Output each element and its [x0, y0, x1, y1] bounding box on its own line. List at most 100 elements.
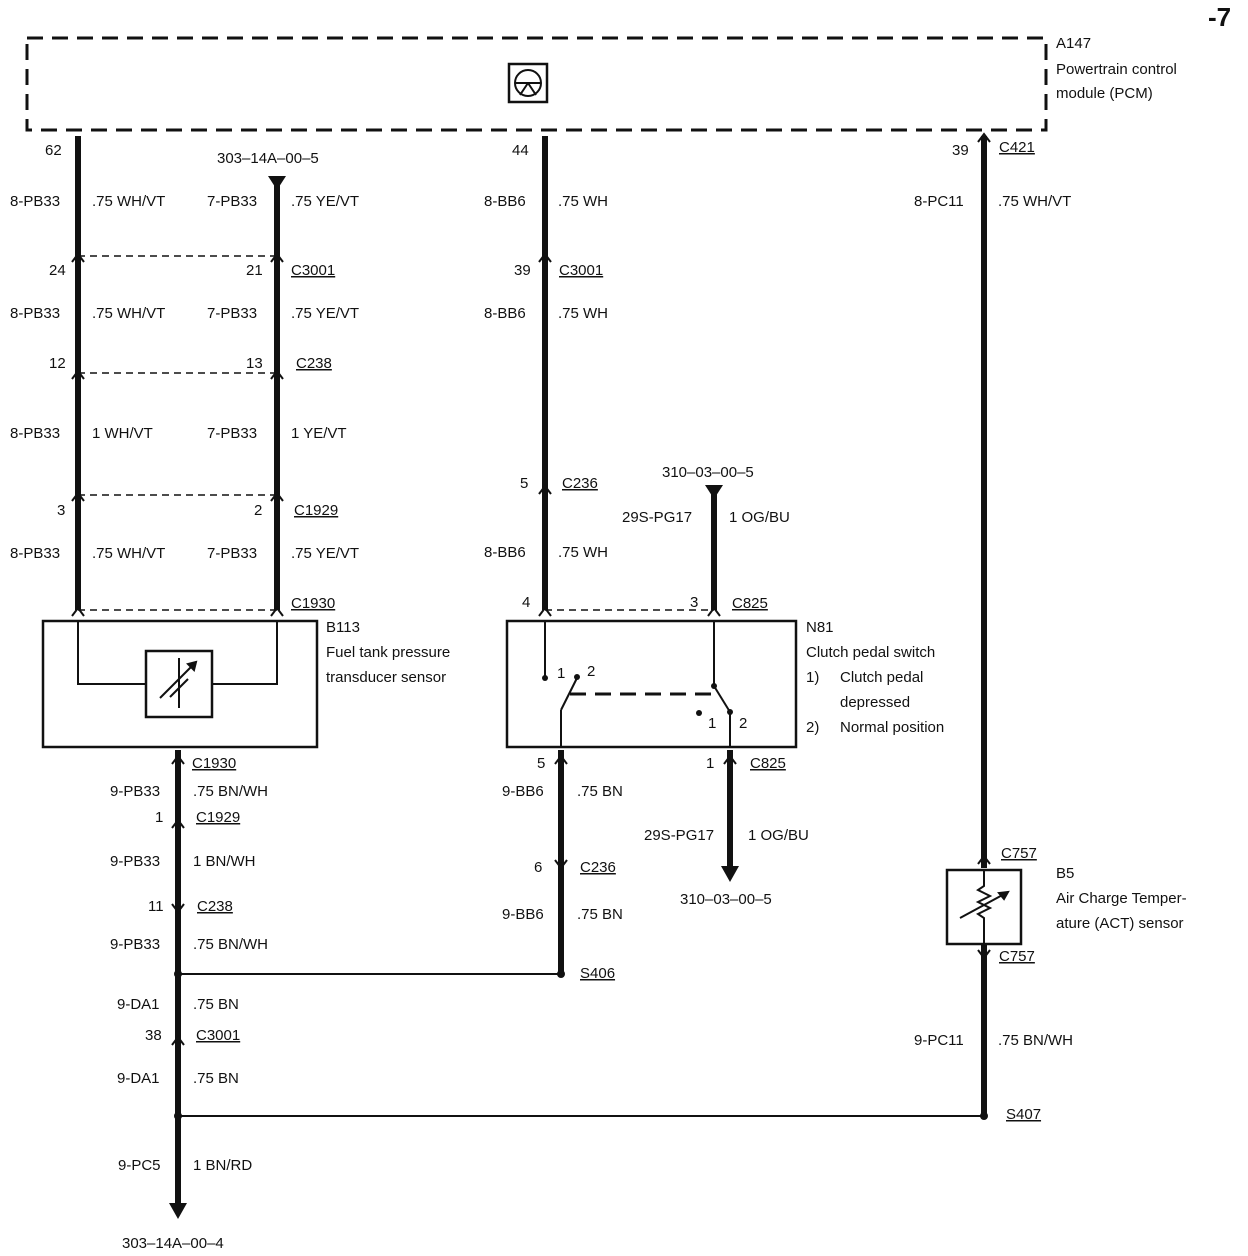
- connector-label-c1929: C1929: [294, 502, 338, 519]
- wire-id: 9-PB33: [110, 853, 160, 870]
- connector-label-c421: C421: [999, 139, 1035, 156]
- n81-box: [505, 619, 798, 749]
- connector-label-c1929: C1929: [196, 809, 240, 826]
- wire-id: 8-BB6: [484, 544, 526, 561]
- wire-id: 7-PB33: [207, 425, 257, 442]
- connector-label-c236: C236: [580, 859, 616, 876]
- pin-label: 38: [145, 1027, 162, 1044]
- ref-label-303-bottom: 303–14A–00–4: [122, 1235, 224, 1252]
- wire-color: .75 BN: [577, 906, 623, 923]
- pcm-module-box: [25, 36, 1048, 132]
- pin-label: 13: [246, 355, 263, 372]
- wire-color: 1 WH/VT: [92, 425, 153, 442]
- wire-color: .75 BN: [193, 996, 239, 1013]
- connector-label-c825: C825: [750, 755, 786, 772]
- n81-opt2-num: 2): [806, 719, 819, 736]
- ref-arrow-310-bottom: [721, 866, 739, 882]
- wire-color: .75 WH/VT: [998, 193, 1071, 210]
- pin-label: 44: [512, 142, 529, 159]
- wire-color: 1 YE/VT: [291, 425, 347, 442]
- wire-id: 8-PC11: [914, 193, 964, 210]
- wire-id: 9-PC5: [118, 1157, 161, 1174]
- wire-id: 9-BB6: [502, 783, 544, 800]
- wire-color: .75 WH/VT: [92, 305, 165, 322]
- connector-label-c236: C236: [562, 475, 598, 492]
- wire-id: 7-PB33: [207, 545, 257, 562]
- pcm-name-line-2: module (PCM): [1056, 85, 1153, 102]
- pin-label: 2: [254, 502, 262, 519]
- splice-label-s407: S407: [1006, 1106, 1041, 1123]
- wire-color: .75 WH: [558, 305, 608, 322]
- connector-label-c3001: C3001: [559, 262, 603, 279]
- pin-label: 11: [148, 898, 164, 915]
- wire-color: .75 YE/VT: [291, 545, 359, 562]
- wire-color: 1 BN/RD: [193, 1157, 252, 1174]
- ref-arrow-303-top: [268, 176, 286, 190]
- ref-label-310-top: 310–03–00–5: [662, 464, 754, 481]
- connector-label-c3001: C3001: [196, 1027, 240, 1044]
- wire-id: 9-PB33: [110, 936, 160, 953]
- wire-color: .75 BN/WH: [193, 936, 268, 953]
- wire-color: .75 YE/VT: [291, 305, 359, 322]
- pin-label: 3: [690, 594, 698, 611]
- connector-label-c757: C757: [999, 948, 1035, 965]
- pcm-id: A147: [1056, 35, 1091, 52]
- pin-label: 39: [952, 142, 969, 159]
- pressure-sensor-icon: [144, 649, 214, 719]
- wire-id: 8-PB33: [10, 193, 60, 210]
- wire-id: 8-PB33: [10, 545, 60, 562]
- pin-label: 62: [45, 142, 62, 159]
- connector-label-c1930: C1930: [291, 595, 335, 612]
- pin-label: 6: [534, 859, 542, 876]
- wire-color: .75 WH: [558, 544, 608, 561]
- wire-color: 1 OG/BU: [729, 509, 790, 526]
- ref-label-310-bottom: 310–03–00–5: [680, 891, 772, 908]
- n81-opt1-line-2: depressed: [840, 694, 910, 711]
- pin-label: 5: [520, 475, 528, 492]
- b5-name-line-1: Air Charge Temper-: [1056, 890, 1187, 907]
- wire-id: 8-BB6: [484, 305, 526, 322]
- wire-color: .75 BN/WH: [998, 1032, 1073, 1049]
- clutch-switch-icon: [542, 621, 733, 747]
- wire-color: .75 BN/WH: [193, 783, 268, 800]
- ref-arrow-303-bottom: [169, 1203, 187, 1219]
- wire-id: 9-DA1: [117, 996, 160, 1013]
- b5-id: B5: [1056, 865, 1074, 882]
- pin-label: 1: [706, 755, 714, 772]
- n81-switch-label-4: 2: [739, 715, 747, 732]
- b5-name-line-2: ature (ACT) sensor: [1056, 915, 1184, 932]
- n81-id: N81: [806, 619, 834, 636]
- wire-color: .75 BN: [577, 783, 623, 800]
- connector-label-c1930: C1930: [192, 755, 236, 772]
- b113-name-line-1: Fuel tank pressure: [326, 644, 450, 661]
- pin-label: 3: [57, 502, 65, 519]
- pin-label: 21: [246, 262, 263, 279]
- wire-color: .75 WH: [558, 193, 608, 210]
- wire-color: .75 BN: [193, 1070, 239, 1087]
- connector-label-c238: C238: [197, 898, 233, 915]
- pcm-symbol-icon: [507, 62, 549, 104]
- connector-label-c825: C825: [732, 595, 768, 612]
- wire-color: 1 BN/WH: [193, 853, 256, 870]
- wire-id: 7-PB33: [207, 305, 257, 322]
- pin-label: 12: [49, 355, 66, 372]
- splice-label-s406: S406: [580, 965, 615, 982]
- wire-id: 9-PB33: [110, 783, 160, 800]
- wire-id: 29S-PG17: [622, 509, 692, 526]
- pin-label: 5: [537, 755, 545, 772]
- connector-label-c757: C757: [1001, 845, 1037, 862]
- b113-name-line-2: transducer sensor: [326, 669, 446, 686]
- pcm-name-line-1: Powertrain control: [1056, 61, 1177, 78]
- n81-switch-label-3: 1: [708, 715, 716, 732]
- n81-name: Clutch pedal switch: [806, 644, 935, 661]
- wire-color: .75 WH/VT: [92, 545, 165, 562]
- connector-label-c238: C238: [296, 355, 332, 372]
- wire-id: 7-PB33: [207, 193, 257, 210]
- n81-switch-label-1: 1: [557, 665, 565, 682]
- pin-label: 39: [514, 262, 531, 279]
- wire-id: 8-PB33: [10, 305, 60, 322]
- pin-label: 24: [49, 262, 66, 279]
- wire-color: .75 YE/VT: [291, 193, 359, 210]
- wire-id: 8-PB33: [10, 425, 60, 442]
